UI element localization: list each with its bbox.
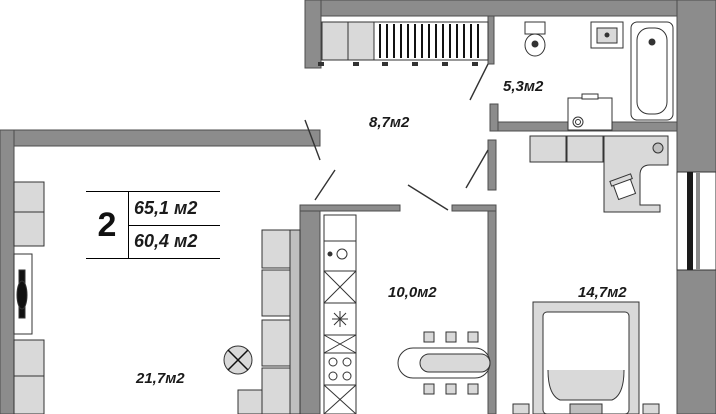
room-area-hall: 8,7м2 bbox=[369, 114, 410, 131]
room-area-bedroom: 14,7м2 bbox=[578, 284, 627, 301]
door-hall-a bbox=[407, 184, 449, 211]
bathtub-icon bbox=[630, 21, 674, 121]
bed-icon bbox=[512, 301, 660, 414]
tv-icon bbox=[13, 253, 33, 335]
wall-kitchen-right bbox=[487, 204, 497, 414]
total-area: 65,1 м2 bbox=[134, 198, 198, 218]
chair-icon bbox=[609, 173, 637, 201]
door-kitchen bbox=[314, 169, 336, 201]
living-furniture bbox=[13, 181, 301, 414]
desk bbox=[529, 135, 669, 213]
shelf-3 bbox=[13, 339, 45, 377]
wall-top-living bbox=[0, 129, 321, 147]
kitchen-sink-icon bbox=[323, 240, 357, 272]
stove-icon bbox=[323, 352, 357, 386]
sink-icon bbox=[590, 21, 624, 49]
rooms-count: 2 bbox=[86, 192, 129, 258]
hangers bbox=[379, 24, 479, 58]
washing-machine-icon bbox=[567, 93, 613, 131]
kitchen-furniture bbox=[323, 214, 491, 414]
wall-bath-left bbox=[489, 103, 499, 132]
door-hall-b bbox=[465, 149, 489, 189]
dining-chair-icon bbox=[423, 331, 479, 395]
wall-kitchen-left bbox=[299, 204, 321, 414]
window-right bbox=[676, 171, 716, 271]
wall-left-outer bbox=[0, 129, 15, 414]
wall-kitchen-top bbox=[299, 204, 401, 212]
wall-bath-divider bbox=[487, 15, 495, 65]
wall-top-upper bbox=[304, 0, 716, 17]
cabinet-x-3 bbox=[323, 384, 357, 414]
lamp-icon bbox=[223, 345, 253, 375]
dishwasher-icon bbox=[323, 302, 357, 336]
apartment-summary: 2 65,1 м2 60,4 м2 bbox=[86, 191, 220, 259]
wall-hall-right bbox=[487, 139, 497, 191]
dining-table bbox=[397, 331, 491, 395]
summary-divider bbox=[128, 225, 220, 226]
doors bbox=[304, 63, 489, 211]
wall-left-upper bbox=[304, 0, 322, 69]
cabinet-x-2 bbox=[323, 334, 357, 354]
room-area-bathroom: 5,3м2 bbox=[503, 78, 544, 95]
shelf-1 bbox=[13, 181, 45, 213]
toilet-icon bbox=[524, 21, 546, 57]
door-living bbox=[304, 119, 321, 161]
living-area: 60,4 м2 bbox=[134, 231, 198, 251]
room-area-living-room: 21,7м2 bbox=[136, 370, 185, 387]
bathroom-fixtures bbox=[524, 21, 674, 131]
kitchen-cabinet-top bbox=[323, 214, 357, 242]
wardrobe bbox=[318, 21, 489, 66]
door-bath bbox=[469, 63, 489, 101]
shelf-2 bbox=[13, 211, 45, 247]
wall-bedroom-top bbox=[451, 204, 497, 212]
shelf-4 bbox=[13, 375, 45, 414]
room-area-kitchen: 10,0м2 bbox=[388, 284, 437, 301]
cabinet-x-1 bbox=[323, 270, 357, 304]
